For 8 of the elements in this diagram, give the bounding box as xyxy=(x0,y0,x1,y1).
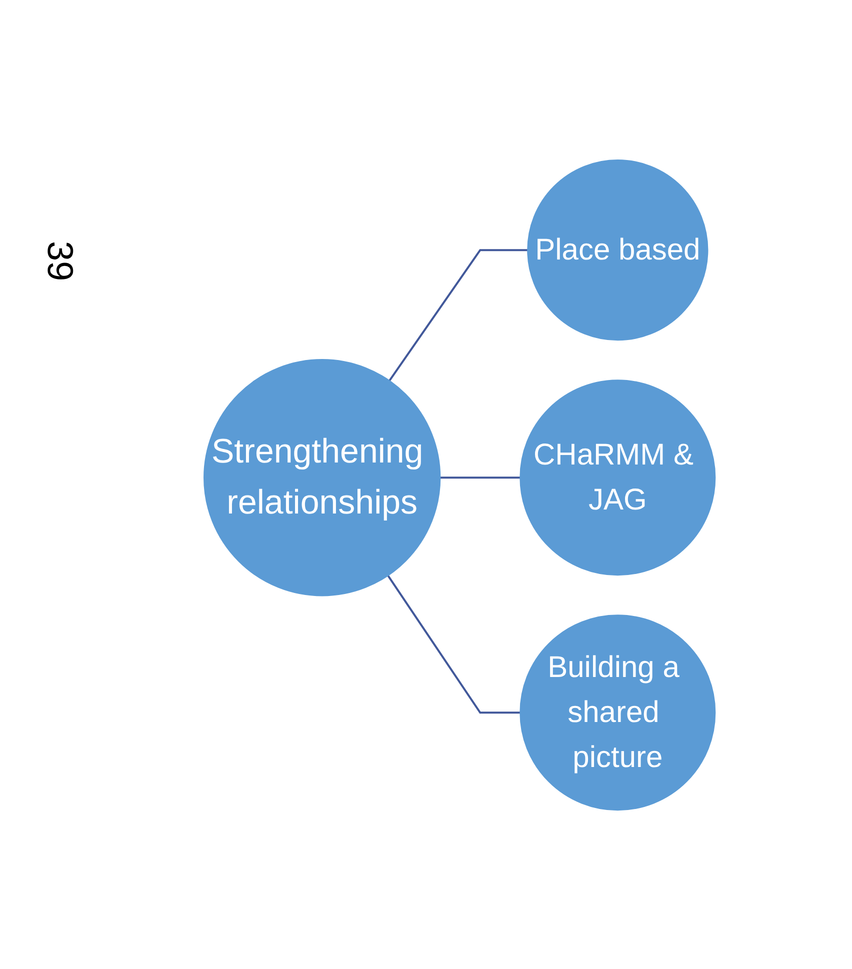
node-circle: Strengthening relationships xyxy=(204,358,442,596)
connector xyxy=(389,249,528,382)
node-circle: Place based xyxy=(528,159,709,341)
page-number: 39 xyxy=(39,240,82,282)
node-circle: CHaRMM & JAG xyxy=(520,380,716,576)
connector xyxy=(440,476,521,479)
connector xyxy=(388,574,521,714)
node-circle: Building a shared picture xyxy=(520,614,716,811)
